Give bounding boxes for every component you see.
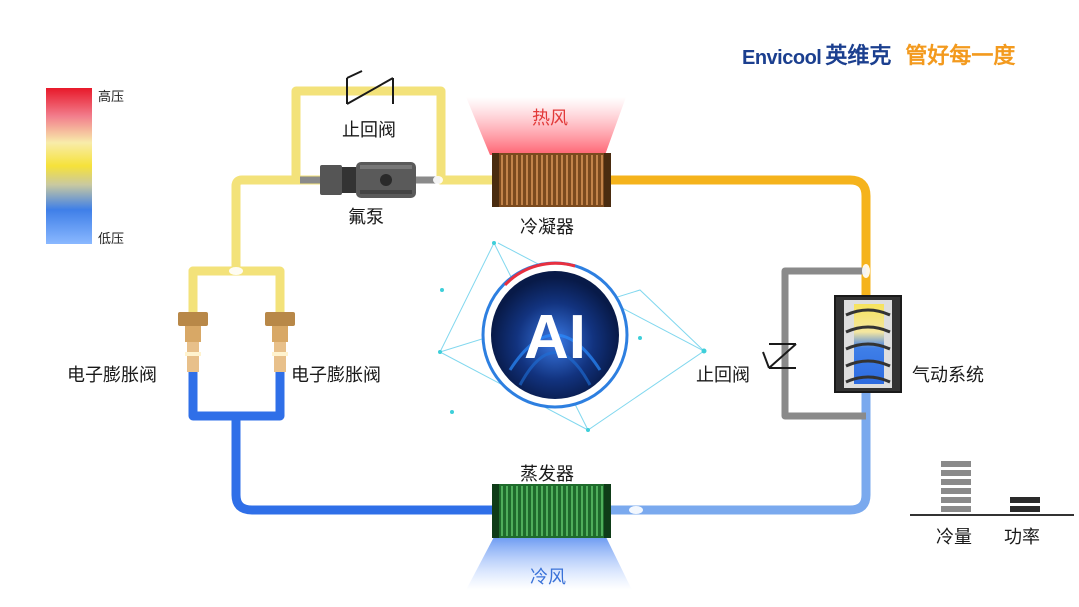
eev-left-label: 电子膨胀阀 [67,365,157,385]
hot-pipe [606,175,871,296]
level-segment [941,506,971,512]
hot-air-plume [466,97,626,155]
cold-air-plume [466,535,632,590]
low-pressure-pipes [188,372,497,515]
pump-label: 氟泵 [348,207,384,227]
compressor-icon [834,295,902,393]
pressure-legend-bar [46,88,92,244]
envicool-logo: Envicool 英维克 管好每一度 [742,40,1015,70]
level-segment [941,497,971,503]
check-valve-right-icon [762,343,797,369]
ai-network-nodes [438,241,707,432]
evaporator-label: 蒸发器 [520,464,574,484]
cold-air-label: 冷风 [530,567,566,587]
legend-high-label: 高压 [98,89,125,104]
logo-cn-name: 英维克 [825,43,892,68]
logo-brand: Envicool [742,47,822,69]
compressor-label: 气动系统 [912,365,984,385]
level-segment [941,479,971,485]
pump-icon [320,162,416,198]
condenser-label: 冷凝器 [520,217,574,237]
logo-slogan: 管好每一度 [905,43,1016,68]
hot-air-label: 热风 [532,108,568,128]
check-valve-top-label: 止回阀 [342,120,396,140]
check-valve-right-label: 止回阀 [696,365,750,385]
level-segment [941,461,971,467]
low-pressure-return [606,392,871,515]
ai-text: AI [524,303,586,372]
evaporator-icon [492,484,611,538]
cooling-bars [941,461,971,512]
eev-right-icon [265,312,295,372]
ai-chip-icon: AI [481,261,629,409]
condenser-icon [492,153,611,207]
level-segment [1010,497,1040,503]
cooling-label: 冷量 [936,527,972,547]
legend-low-label: 低压 [98,231,125,246]
power-label: 功率 [1004,527,1040,547]
eev-right-label: 电子膨胀阀 [291,365,381,385]
pipe-glints [229,176,870,514]
level-segment [941,488,971,494]
level-segment [1010,506,1040,512]
eev-left-icon [178,312,208,372]
power-bars [1010,497,1040,512]
level-segment [941,470,971,476]
check-valve-top-icon [346,70,394,105]
